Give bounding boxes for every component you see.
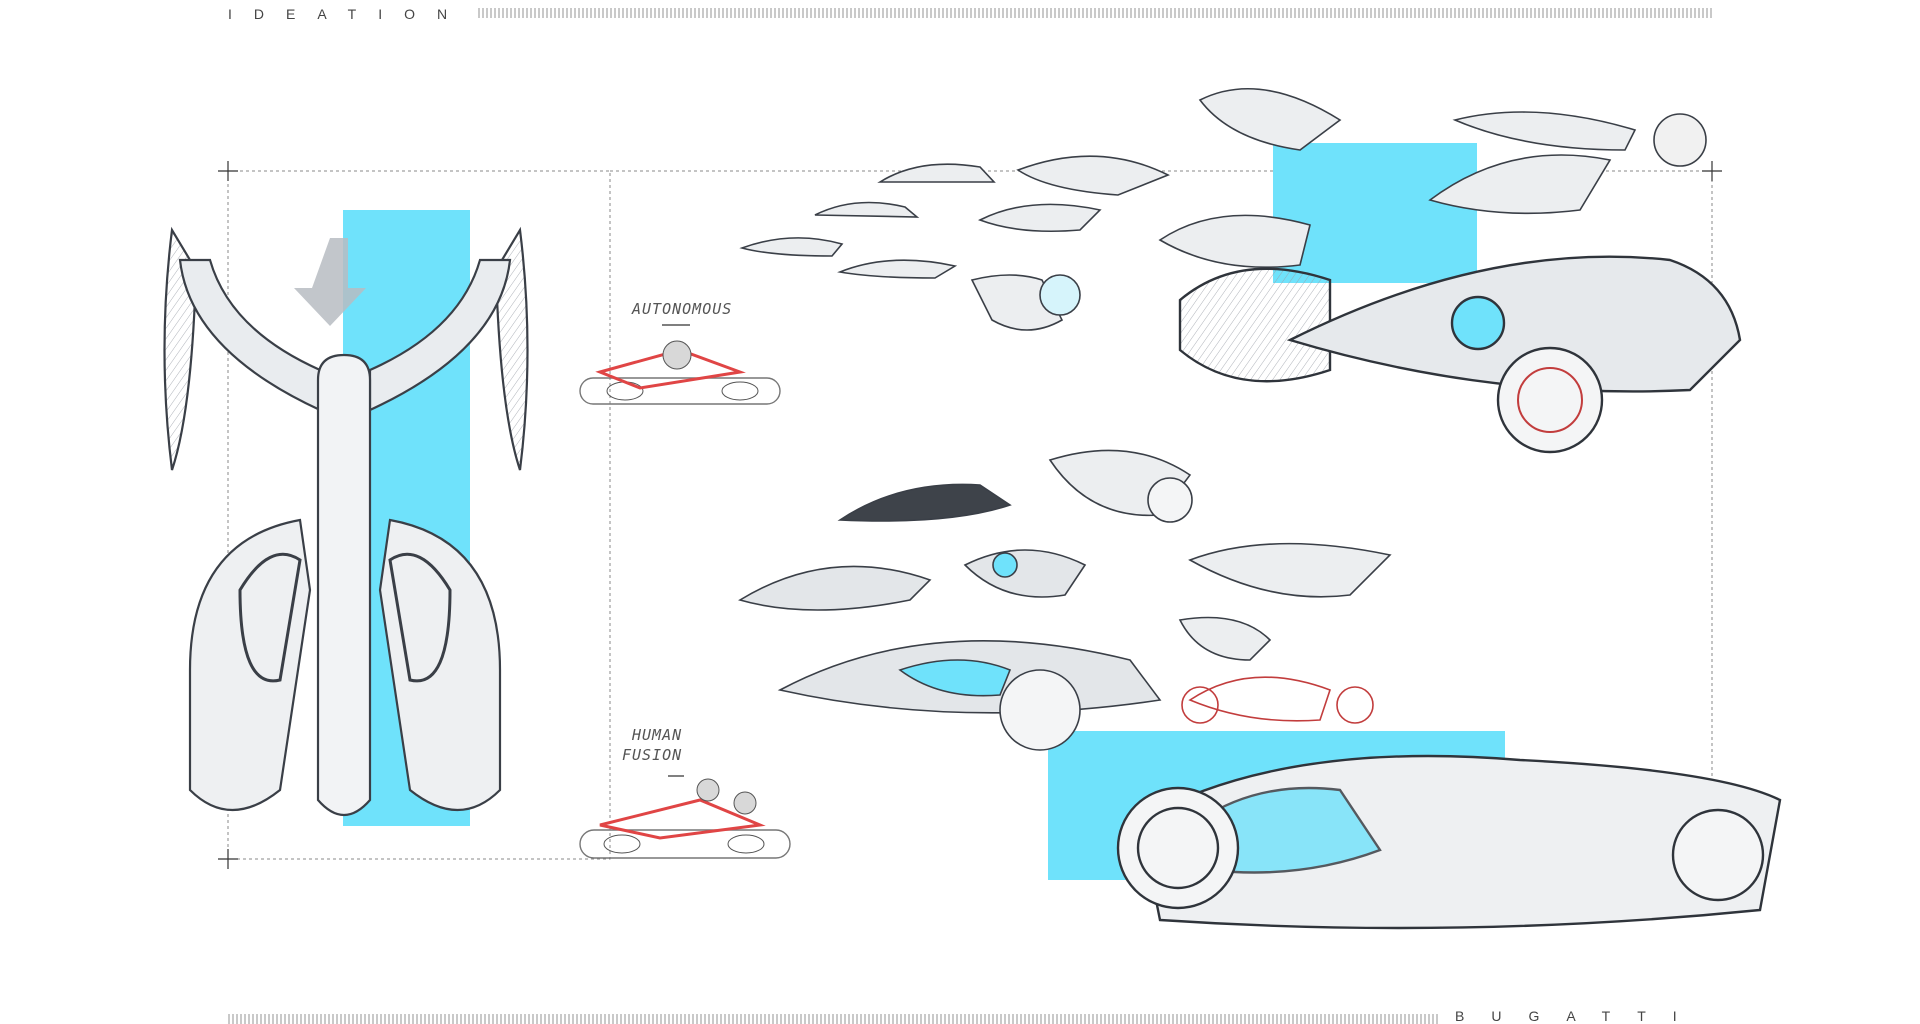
concept-thumbnails-middle	[738, 449, 1392, 751]
human-fusion-sketch: HUMAN FUSION	[579, 726, 791, 859]
hero-sketch-lower	[1116, 754, 1782, 930]
autonomous-sketch: AUTONOMOUS	[579, 300, 781, 405]
concept-thumbnails-upper	[739, 87, 1707, 331]
human-fusion-label-1: HUMAN	[631, 726, 682, 744]
human-fusion-label-2: FUSION	[622, 746, 682, 764]
top-view-sketch	[163, 226, 529, 816]
section-title: IDEATION	[228, 6, 470, 22]
footer-rule	[228, 1014, 1438, 1024]
header-rule	[478, 8, 1714, 18]
crosshair-markers	[218, 161, 1722, 869]
autonomous-label: AUTONOMOUS	[631, 300, 732, 318]
hero-sketch-upper	[1178, 255, 1742, 454]
